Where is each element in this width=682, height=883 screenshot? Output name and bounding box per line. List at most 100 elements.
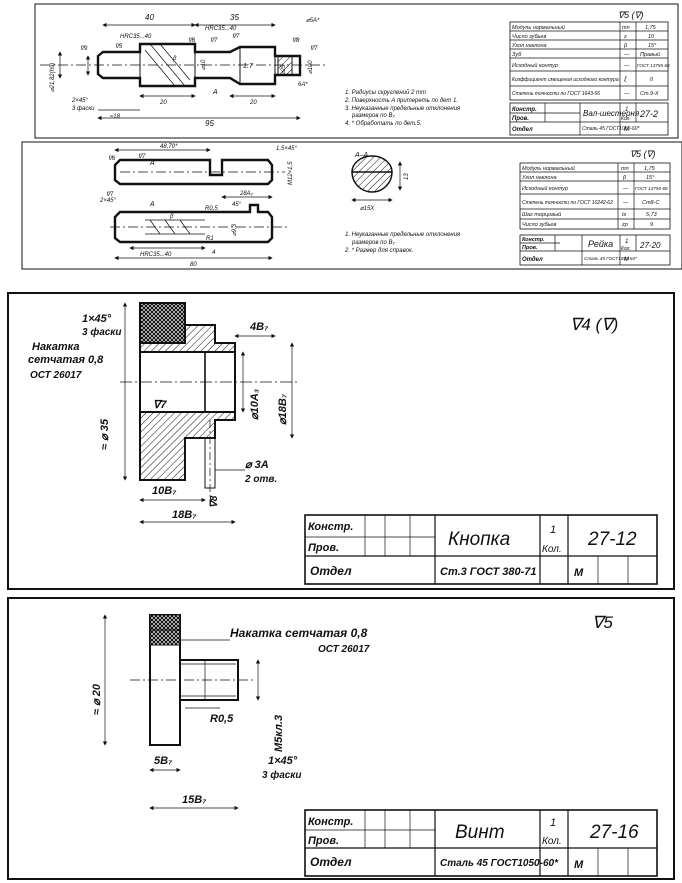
tb-material: Сталь 45 ГОСТ1050-60* (582, 126, 641, 132)
tb-konstr: Констр. (308, 521, 353, 533)
sheet-2-notes: 1. Неуказанные предельные отклонения раз… (344, 232, 461, 254)
tb-material: Сталь 45 ГОСТ1050-60* (584, 256, 637, 261)
tb-otdel: Отдел (522, 257, 543, 263)
dim-r05: R0,5 (210, 713, 234, 725)
knurl-label: Накатка сетчатая 0,8 (230, 626, 368, 640)
sf7: ∇7 (138, 153, 146, 160)
section-mark-2: A (149, 201, 155, 208)
screw-part-view: Накатка сетчатая 0,8 ОСТ 26017 ≈ ⌀ 20 R0… (91, 614, 370, 811)
dim-10b7: 10В₇ (152, 485, 177, 497)
sf7c: ∇7 (310, 45, 318, 52)
beta-label: β (172, 56, 177, 62)
dim-m5: M5кл.3 (273, 715, 285, 752)
dim-phi25: ⌀25 (281, 64, 287, 75)
chamfer-2: 3 фаски (72, 106, 95, 112)
tb-konstr: Констр. (308, 816, 353, 828)
note: 2. * Размер для справок. (344, 248, 413, 254)
dim-chamfer: 1×45° (82, 313, 112, 325)
shaft-gear-view: 40 35 HRC35...40 HRC35...40 95 ≈18 20 20… (40, 13, 325, 128)
tb-qty-label: Кол. (542, 544, 562, 555)
tb-scale: М (574, 859, 584, 871)
dim-5b7: 5В₇ (154, 755, 173, 767)
dim-phi35: ≈ ⌀ 35 (99, 418, 111, 450)
sf6: ∇6 (108, 155, 116, 162)
param-val: 1,75 (645, 25, 657, 31)
dim-phi3a: ⌀ 3А (245, 459, 269, 471)
dim-phi21: ⌀21,82(h9) (50, 63, 56, 92)
note: размеров по В₇ (351, 240, 395, 246)
param-sym: z (623, 34, 627, 40)
sheet-2: 48,70* 1,5×45° M12×1,5 28A₇ 2×45° R0,5 4… (21, 141, 682, 270)
param-sym: ξ (624, 77, 627, 83)
param-sym: — (623, 52, 630, 58)
tb-otdel: Отдел (512, 127, 533, 133)
param-name: Шаг торцовый (522, 211, 561, 218)
tb-prov: Пров. (308, 835, 339, 847)
title-block-2: Констр. Пров. Отдел Рейка 1 Кол. 27-20 С… (519, 234, 671, 266)
sf5: ∇5 (115, 43, 123, 50)
tb-code: 27-2 (639, 109, 658, 119)
param-val: 1,75 (644, 166, 656, 172)
param-name: Исходный контур (522, 185, 568, 192)
sheet-4: Накатка сетчатая 0,8 ОСТ 26017 ≈ ⌀ 20 R0… (7, 597, 675, 880)
note: 3. Неуказанные предельные отклонения (345, 106, 461, 112)
sf7b: ∇7 (232, 33, 240, 40)
param-val: 5,73 (646, 212, 658, 218)
param-name: Зуб (512, 52, 522, 58)
param-sym: — (623, 91, 630, 97)
sheet-1: 40 35 HRC35...40 HRC35...40 95 ≈18 20 20… (34, 3, 679, 139)
button-part-view: 1×45° 3 фаски Накатка сетчатая 0,8 ОСТ 2… (28, 302, 300, 525)
tb-prov: Пров. (308, 542, 339, 554)
tb-qty-label: Кол. (542, 836, 562, 847)
sf9: ∇9 (80, 45, 88, 52)
param-sym: mn (621, 166, 629, 172)
title-block-3: Констр. Пров. Отдел Кнопка 1 Кол. 27-12 … (304, 514, 658, 585)
dim-48-70: 48,70* (160, 144, 178, 150)
roughness-1: ∇5 (∇) (618, 10, 644, 20)
param-sym: β (623, 43, 628, 49)
note: 1. Радиусы скруглений 2 mm (345, 89, 426, 96)
dim-45: 45° (232, 202, 242, 208)
param-sym: β (622, 175, 627, 181)
hrc: HRC35...40 (140, 252, 172, 258)
beta: β (169, 214, 174, 220)
param-name: Исходный контур (512, 62, 558, 69)
dim-chamfer-2: 3 фаски (82, 326, 122, 338)
param-val: Правый (640, 51, 660, 58)
params-table-2: Модуль нормальный mn 1,75 Угол наклона β… (519, 162, 671, 230)
dim-phi100: ⌀100 (308, 60, 314, 74)
rack-view: 48,70* 1,5×45° M12×1,5 28A₇ 2×45° R0,5 4… (99, 144, 298, 268)
param-val: 10 (648, 34, 655, 40)
dim-phi15: ⌀15X (360, 206, 375, 212)
note: 1. Неуказанные предельные отклонения (345, 232, 461, 238)
hrc-b: HRC35...40 (205, 26, 237, 32)
tb-material: Сталь 45 ГОСТ1050-60* (440, 858, 559, 869)
sf8: ∇8 (292, 37, 300, 44)
tb-otdel: Отдел (310, 564, 352, 578)
tb-qty: 1 (550, 817, 556, 829)
tb-scale: М (624, 127, 629, 133)
param-name: Модуль нормальный (512, 24, 565, 31)
roughness-3: ∇4 (∇) (570, 315, 618, 334)
tb-prov: Пров. (512, 116, 529, 122)
tb-title: Винт (455, 822, 505, 843)
param-val: 0 (650, 77, 654, 83)
param-val: 15° (648, 43, 657, 49)
tb-prov: Пров. (522, 245, 538, 251)
dim-35: 35 (230, 13, 239, 22)
tb-title: Вал-шестерня (583, 109, 640, 118)
dim-phi18b7: ⌀18В₇ (277, 393, 289, 425)
param-sym: zp (621, 222, 628, 228)
tb-code: 27-12 (587, 529, 637, 550)
hrc-a: HRC35...40 (120, 34, 152, 40)
param-name: Число зубьев (522, 222, 556, 228)
dim-1-5x45: 1,5×45° (276, 146, 298, 152)
dim-15b7: 15В₇ (182, 794, 207, 806)
dim-28a7: 28A₇ (239, 191, 254, 197)
dim-95: 95 (205, 119, 214, 128)
tb-konstr: Констр. (512, 107, 537, 113)
param-sym: — (623, 63, 630, 69)
knurl-label: Накатка (32, 341, 80, 353)
dim-18b7: 18В₇ (172, 509, 197, 521)
